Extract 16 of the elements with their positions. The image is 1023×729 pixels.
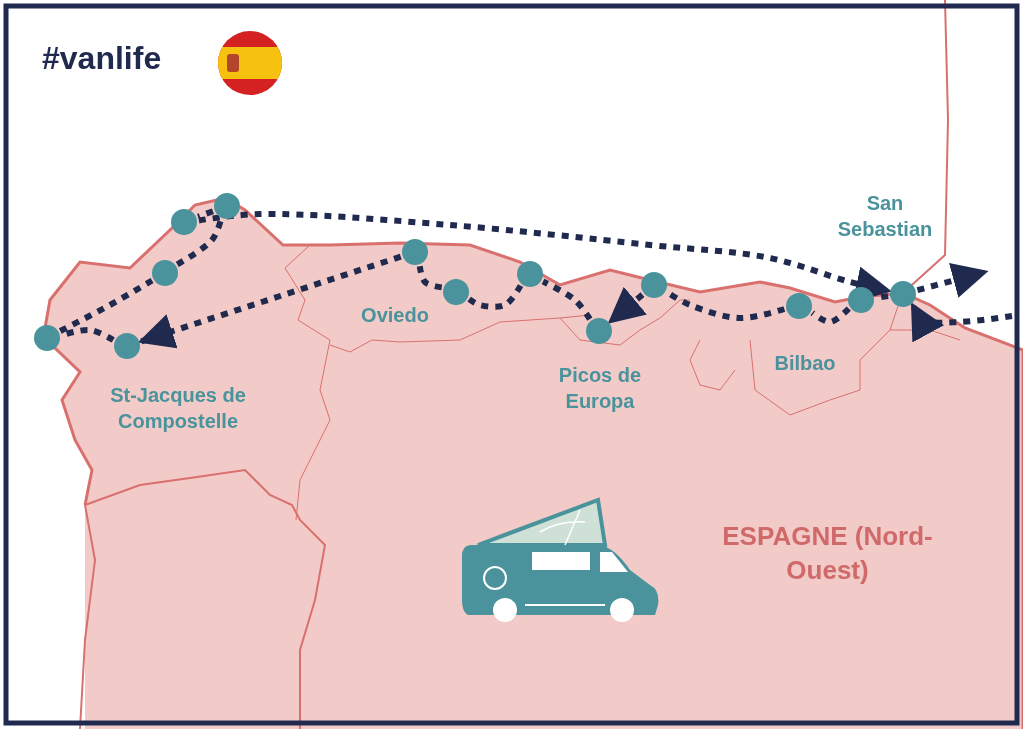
place-label: St-Jacques de Compostelle xyxy=(109,383,247,434)
route-arrow xyxy=(607,286,647,324)
place-label: Oviedo xyxy=(360,303,430,328)
route-arrow xyxy=(137,253,402,349)
hashtag-title: #vanlife xyxy=(42,39,163,78)
stop-marker xyxy=(890,281,916,307)
route-arrow xyxy=(916,263,989,298)
place-label: Bilbao xyxy=(773,351,837,376)
stop-marker xyxy=(34,325,60,351)
place-label: San Sebastian xyxy=(836,191,934,242)
route-arrow xyxy=(910,302,1013,343)
stop-marker xyxy=(402,239,428,265)
stop-marker xyxy=(214,193,240,219)
place-label: Picos de Europa xyxy=(557,363,643,414)
stop-marker xyxy=(641,272,667,298)
country-label: ESPAGNE (Nord-Ouest) xyxy=(721,520,934,587)
